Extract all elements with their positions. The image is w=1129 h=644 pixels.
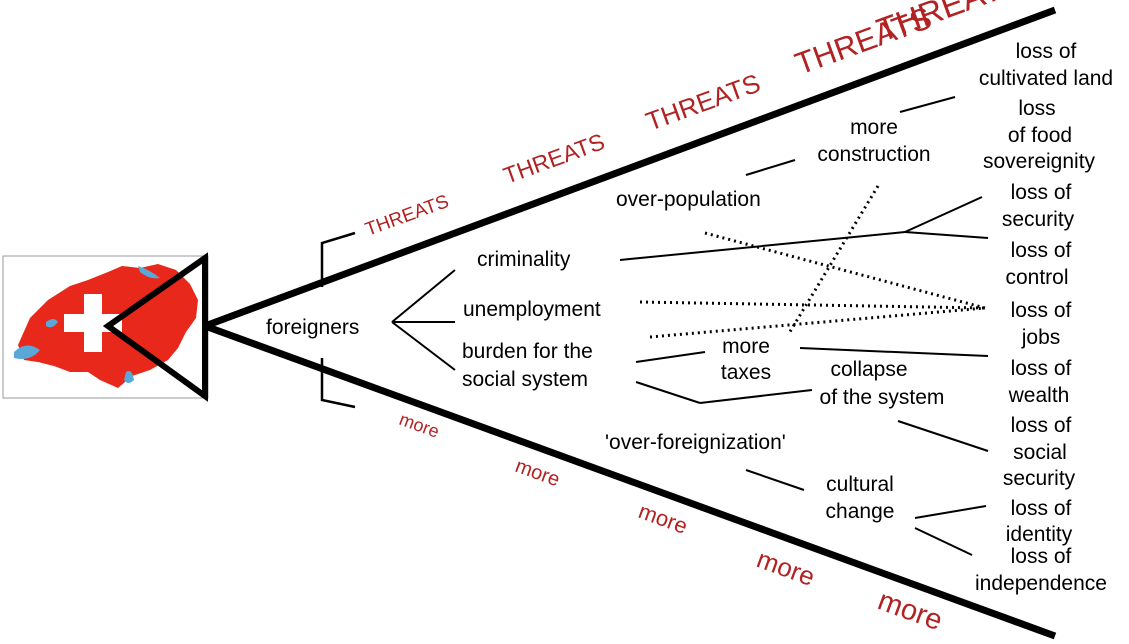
threats-label-5: THREATS	[872, 0, 1027, 49]
cause-burden-line1: burden for the	[462, 340, 593, 363]
loss-social-line1: loss of	[1011, 414, 1072, 437]
connector-taxes-wealth	[799, 347, 989, 357]
loss-food-line2: of food	[1008, 124, 1072, 147]
dotted-overpopulation-jobs	[704, 231, 986, 310]
source-foreigners: foreigners	[266, 316, 359, 339]
threats-label-1: THREATS	[363, 191, 452, 241]
intermediate-collapse-line2: of the system	[820, 386, 945, 409]
intermediate-taxes-line2: taxes	[721, 361, 771, 384]
loss-jobs-line1: loss of	[1011, 299, 1072, 322]
loss-social-line2: social	[1013, 441, 1067, 464]
intermediate-cultural-line2: change	[826, 500, 895, 523]
intermediate-cultural-line1: cultural	[826, 473, 894, 496]
intermediate-construction-line1: more	[850, 116, 898, 139]
loss-food-line3: sovereignity	[983, 150, 1096, 173]
loss-control-line1: loss of	[1011, 239, 1072, 262]
connector-cultural-independence	[914, 527, 973, 556]
fan-line-criminality	[391, 269, 456, 323]
more-label-1: more	[397, 409, 442, 442]
lake-constance	[138, 266, 160, 279]
upper-funnel-line	[203, 6, 1057, 330]
dotted-construction-taxes	[786, 185, 880, 336]
loss-control-line2: control	[1005, 266, 1068, 289]
connector-node-security	[904, 196, 983, 233]
upper-bracket	[320, 231, 356, 287]
connector-overpopulation-construction	[745, 159, 796, 176]
connector-burden-collapse	[635, 381, 701, 404]
loss-social-line3: security	[1003, 467, 1076, 490]
connector-collapse-social	[897, 420, 989, 452]
more-label-2: more	[512, 455, 562, 491]
cause-overpopulation: over-population	[616, 188, 761, 211]
connector-collapse-node	[699, 389, 813, 404]
loss-independence-line1: loss of	[1011, 545, 1072, 568]
cause-unemployment: unemployment	[463, 298, 601, 321]
connector-overforeign-cultural	[745, 469, 805, 491]
cause-overforeignization: 'over-foreignization'	[605, 431, 786, 454]
cause-criminality: criminality	[477, 248, 571, 271]
loss-wealth-line1: loss of	[1011, 357, 1072, 380]
lake-geneva	[14, 345, 40, 359]
cause-burden-line2: social system	[462, 368, 588, 391]
loss-food-line1: loss	[1018, 97, 1055, 120]
dotted-burden-jobs	[649, 306, 986, 339]
loss-jobs-line2: jobs	[1021, 326, 1061, 349]
connector-cultural-identity	[914, 505, 987, 519]
lake-lugano	[124, 371, 134, 383]
loss-identity-line1: loss of	[1011, 497, 1072, 520]
more-label-4: more	[753, 543, 819, 591]
connector-construction-cultivated	[899, 96, 956, 113]
connector-burden-taxes	[635, 351, 706, 363]
loss-security-line2: security	[1002, 208, 1075, 231]
lower-funnel-line	[203, 322, 1057, 640]
connector-criminality-security	[619, 231, 906, 261]
dotted-unemployment-jobs	[639, 300, 986, 310]
loss-cultivated-line1: loss of	[1016, 40, 1077, 63]
intermediate-construction-line2: construction	[817, 143, 930, 166]
loss-cultivated-line2: cultivated land	[979, 67, 1113, 90]
loss-security-line1: loss of	[1011, 181, 1072, 204]
loss-identity-line2: identity	[1006, 523, 1073, 546]
intermediate-taxes-line1: more	[722, 335, 770, 358]
loss-wealth-line2: wealth	[1008, 384, 1070, 407]
intermediate-collapse-line1: collapse	[830, 358, 907, 381]
loss-independence-line2: independence	[975, 572, 1107, 595]
lower-bracket	[320, 358, 356, 409]
lake-neuchatel	[46, 319, 58, 328]
fan-line-burden	[391, 321, 456, 371]
more-label-3: more	[635, 498, 691, 539]
connector-node-control	[904, 231, 989, 239]
